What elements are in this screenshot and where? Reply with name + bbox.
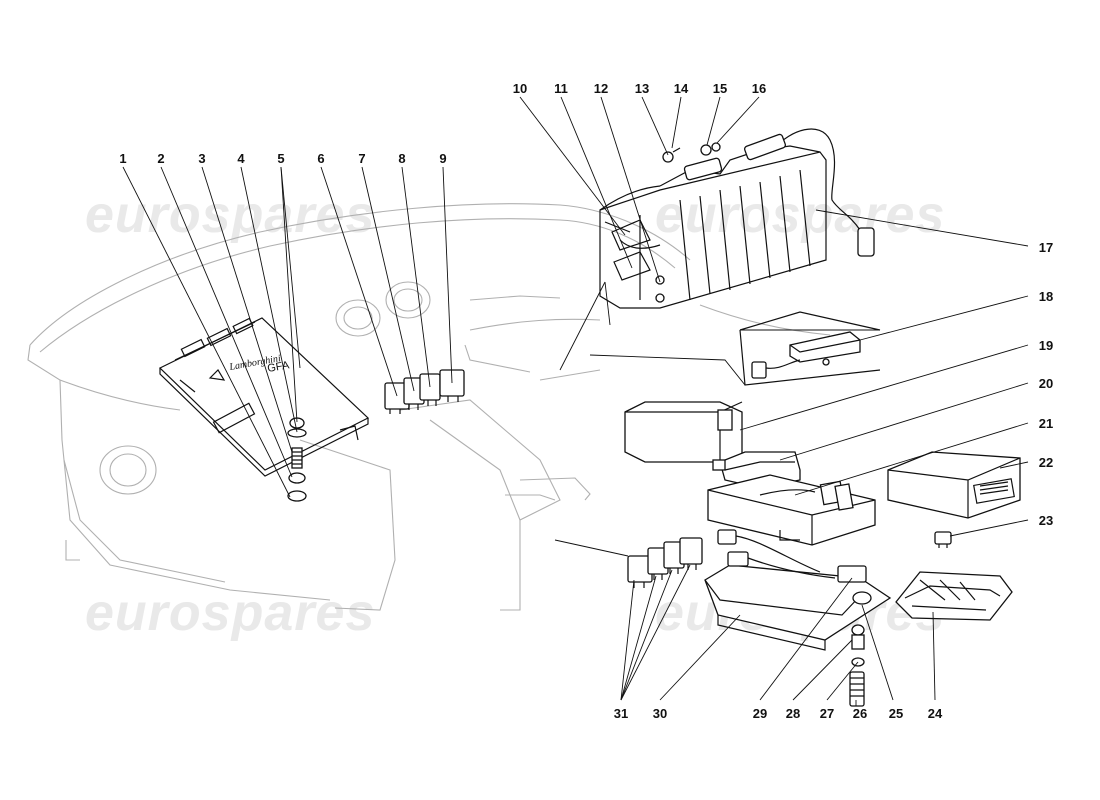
callout-31: 31 xyxy=(614,706,628,721)
callout-9: 9 xyxy=(439,151,446,166)
leader-lines xyxy=(122,96,1029,706)
callout-27: 27 xyxy=(820,706,834,721)
module-code-text: GFA xyxy=(266,359,290,375)
callout-28: 28 xyxy=(786,706,800,721)
fuse-23 xyxy=(934,531,952,548)
control-unit-22 xyxy=(887,451,1021,519)
callout-29: 29 xyxy=(753,706,767,721)
watermark-top-right: eurospares xyxy=(655,186,945,244)
callout-6: 6 xyxy=(317,151,324,166)
callout-22: 22 xyxy=(1039,455,1053,470)
callout-13: 13 xyxy=(635,81,649,96)
callout-21: 21 xyxy=(1039,416,1053,431)
callout-14: 14 xyxy=(674,81,689,96)
mounting-tray-21 xyxy=(707,474,876,546)
callout-11: 11 xyxy=(554,81,568,96)
callout-17: 17 xyxy=(1039,240,1053,255)
callout-25: 25 xyxy=(889,706,903,721)
callout-15: 15 xyxy=(713,81,727,96)
fastener-stack xyxy=(287,417,307,502)
callout-8: 8 xyxy=(398,151,405,166)
relay-group-31 xyxy=(627,537,703,588)
watermark-top-left: eurospares xyxy=(85,186,375,244)
control-unit-24 xyxy=(895,571,1013,621)
callout-labels: 1 2 3 4 5 6 7 8 9 10 11 12 13 14 15 16 1… xyxy=(119,81,1053,721)
callout-23: 23 xyxy=(1039,513,1053,528)
callout-1: 1 xyxy=(119,151,126,166)
callout-5: 5 xyxy=(277,151,284,166)
callout-20: 20 xyxy=(1039,376,1053,391)
callout-4: 4 xyxy=(237,151,245,166)
callout-18: 18 xyxy=(1039,289,1053,304)
callout-30: 30 xyxy=(653,706,667,721)
callout-16: 16 xyxy=(752,81,766,96)
callout-26: 26 xyxy=(853,706,867,721)
sensor-bracket xyxy=(739,311,881,386)
callout-3: 3 xyxy=(198,151,205,166)
callout-12: 12 xyxy=(594,81,608,96)
callout-7: 7 xyxy=(358,151,365,166)
fuse-box-assembly xyxy=(599,128,875,309)
control-unit-19 xyxy=(624,401,743,463)
reference-lines xyxy=(554,281,880,557)
callout-19: 19 xyxy=(1039,338,1053,353)
watermark-bottom-left: eurospares xyxy=(85,584,375,642)
callout-10: 10 xyxy=(513,81,527,96)
callout-24: 24 xyxy=(928,706,943,721)
wiring-harness-29 xyxy=(717,529,867,583)
callout-2: 2 xyxy=(157,151,164,166)
